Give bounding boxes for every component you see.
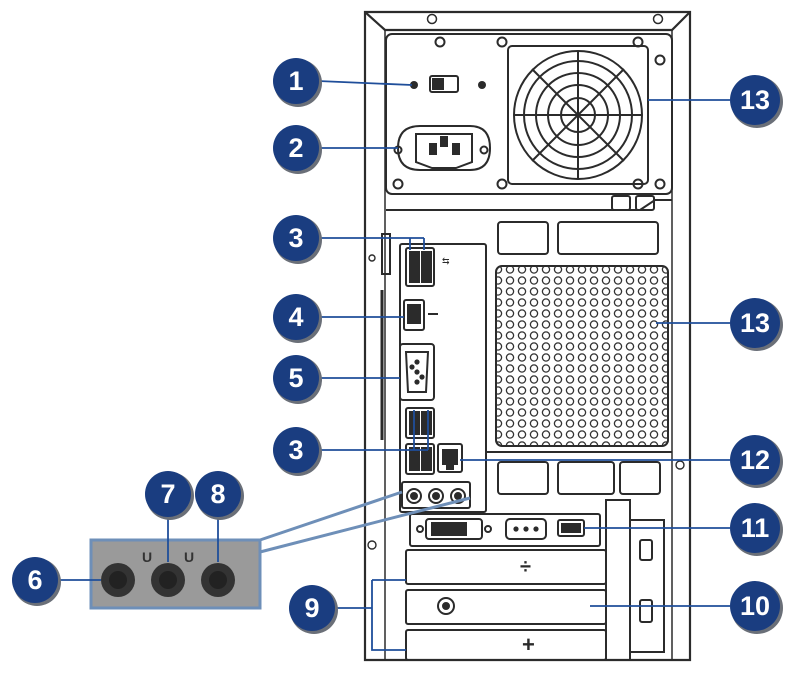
leader-lines	[60, 80, 730, 651]
callout-c7: 7	[145, 471, 194, 520]
vga-icon	[399, 343, 435, 401]
callout-c5: 5	[273, 355, 322, 404]
svg-text:÷: ÷	[520, 556, 531, 578]
callout-c13a: 13	[730, 75, 783, 128]
callout-label: 4	[288, 302, 303, 332]
callout-label: 9	[304, 593, 319, 623]
callout-c12: 12	[730, 435, 783, 488]
callout-label: 3	[288, 223, 303, 253]
psu-fan-icon	[507, 45, 649, 185]
svg-text:+: +	[522, 632, 535, 657]
audio-zoom-panel: U U	[89, 490, 471, 610]
case-cutouts	[386, 195, 672, 255]
callout-c10: 10	[730, 581, 783, 634]
svg-text:U: U	[184, 549, 194, 565]
callout-label: 6	[27, 565, 42, 595]
callout-c6: 6	[12, 557, 61, 606]
callout-label: 11	[741, 513, 770, 543]
graphics-card-bracket	[409, 513, 601, 547]
callout-c3b: 3	[273, 427, 322, 476]
callout-label: 13	[740, 85, 770, 115]
callout-label: 12	[740, 445, 770, 475]
power-socket-icon	[393, 125, 492, 171]
callout-c8: 8	[195, 471, 244, 520]
callout-label: 13	[740, 308, 770, 338]
hdmi-icon	[403, 299, 438, 331]
callout-c3a: 3	[273, 215, 322, 264]
callout-label: 1	[288, 66, 303, 96]
callout-c11: 11	[730, 503, 783, 556]
audio-jacks-small	[401, 481, 471, 509]
callout-label: 10	[740, 591, 770, 621]
callout-c13b: 13	[730, 298, 783, 351]
callout-c2: 2	[273, 125, 322, 174]
callout-c4: 4	[273, 294, 322, 343]
usb-ports-bottom	[405, 407, 435, 475]
callout-label: 3	[288, 435, 303, 465]
callout-c1: 1	[273, 58, 322, 107]
power-supply-unit	[385, 33, 673, 195]
callout-label: 5	[288, 363, 303, 393]
callout-c9: 9	[289, 585, 338, 634]
callout-label: 8	[210, 479, 225, 509]
callout-label: 2	[288, 133, 303, 163]
power-switch-icon	[410, 75, 486, 93]
ventilation-grille	[495, 265, 669, 447]
card-retention-bracket	[605, 499, 665, 661]
callout-label: 7	[160, 479, 175, 509]
case-lower-cutouts	[486, 451, 672, 495]
expansion-slot-icon: ÷ +	[405, 549, 607, 661]
svg-text:U: U	[142, 549, 152, 565]
audio-jack-icon: U U	[101, 549, 235, 597]
lan-icon	[437, 443, 463, 473]
usb-ports-top: ⇆	[405, 247, 450, 287]
svg-text:⇆: ⇆	[442, 256, 450, 266]
